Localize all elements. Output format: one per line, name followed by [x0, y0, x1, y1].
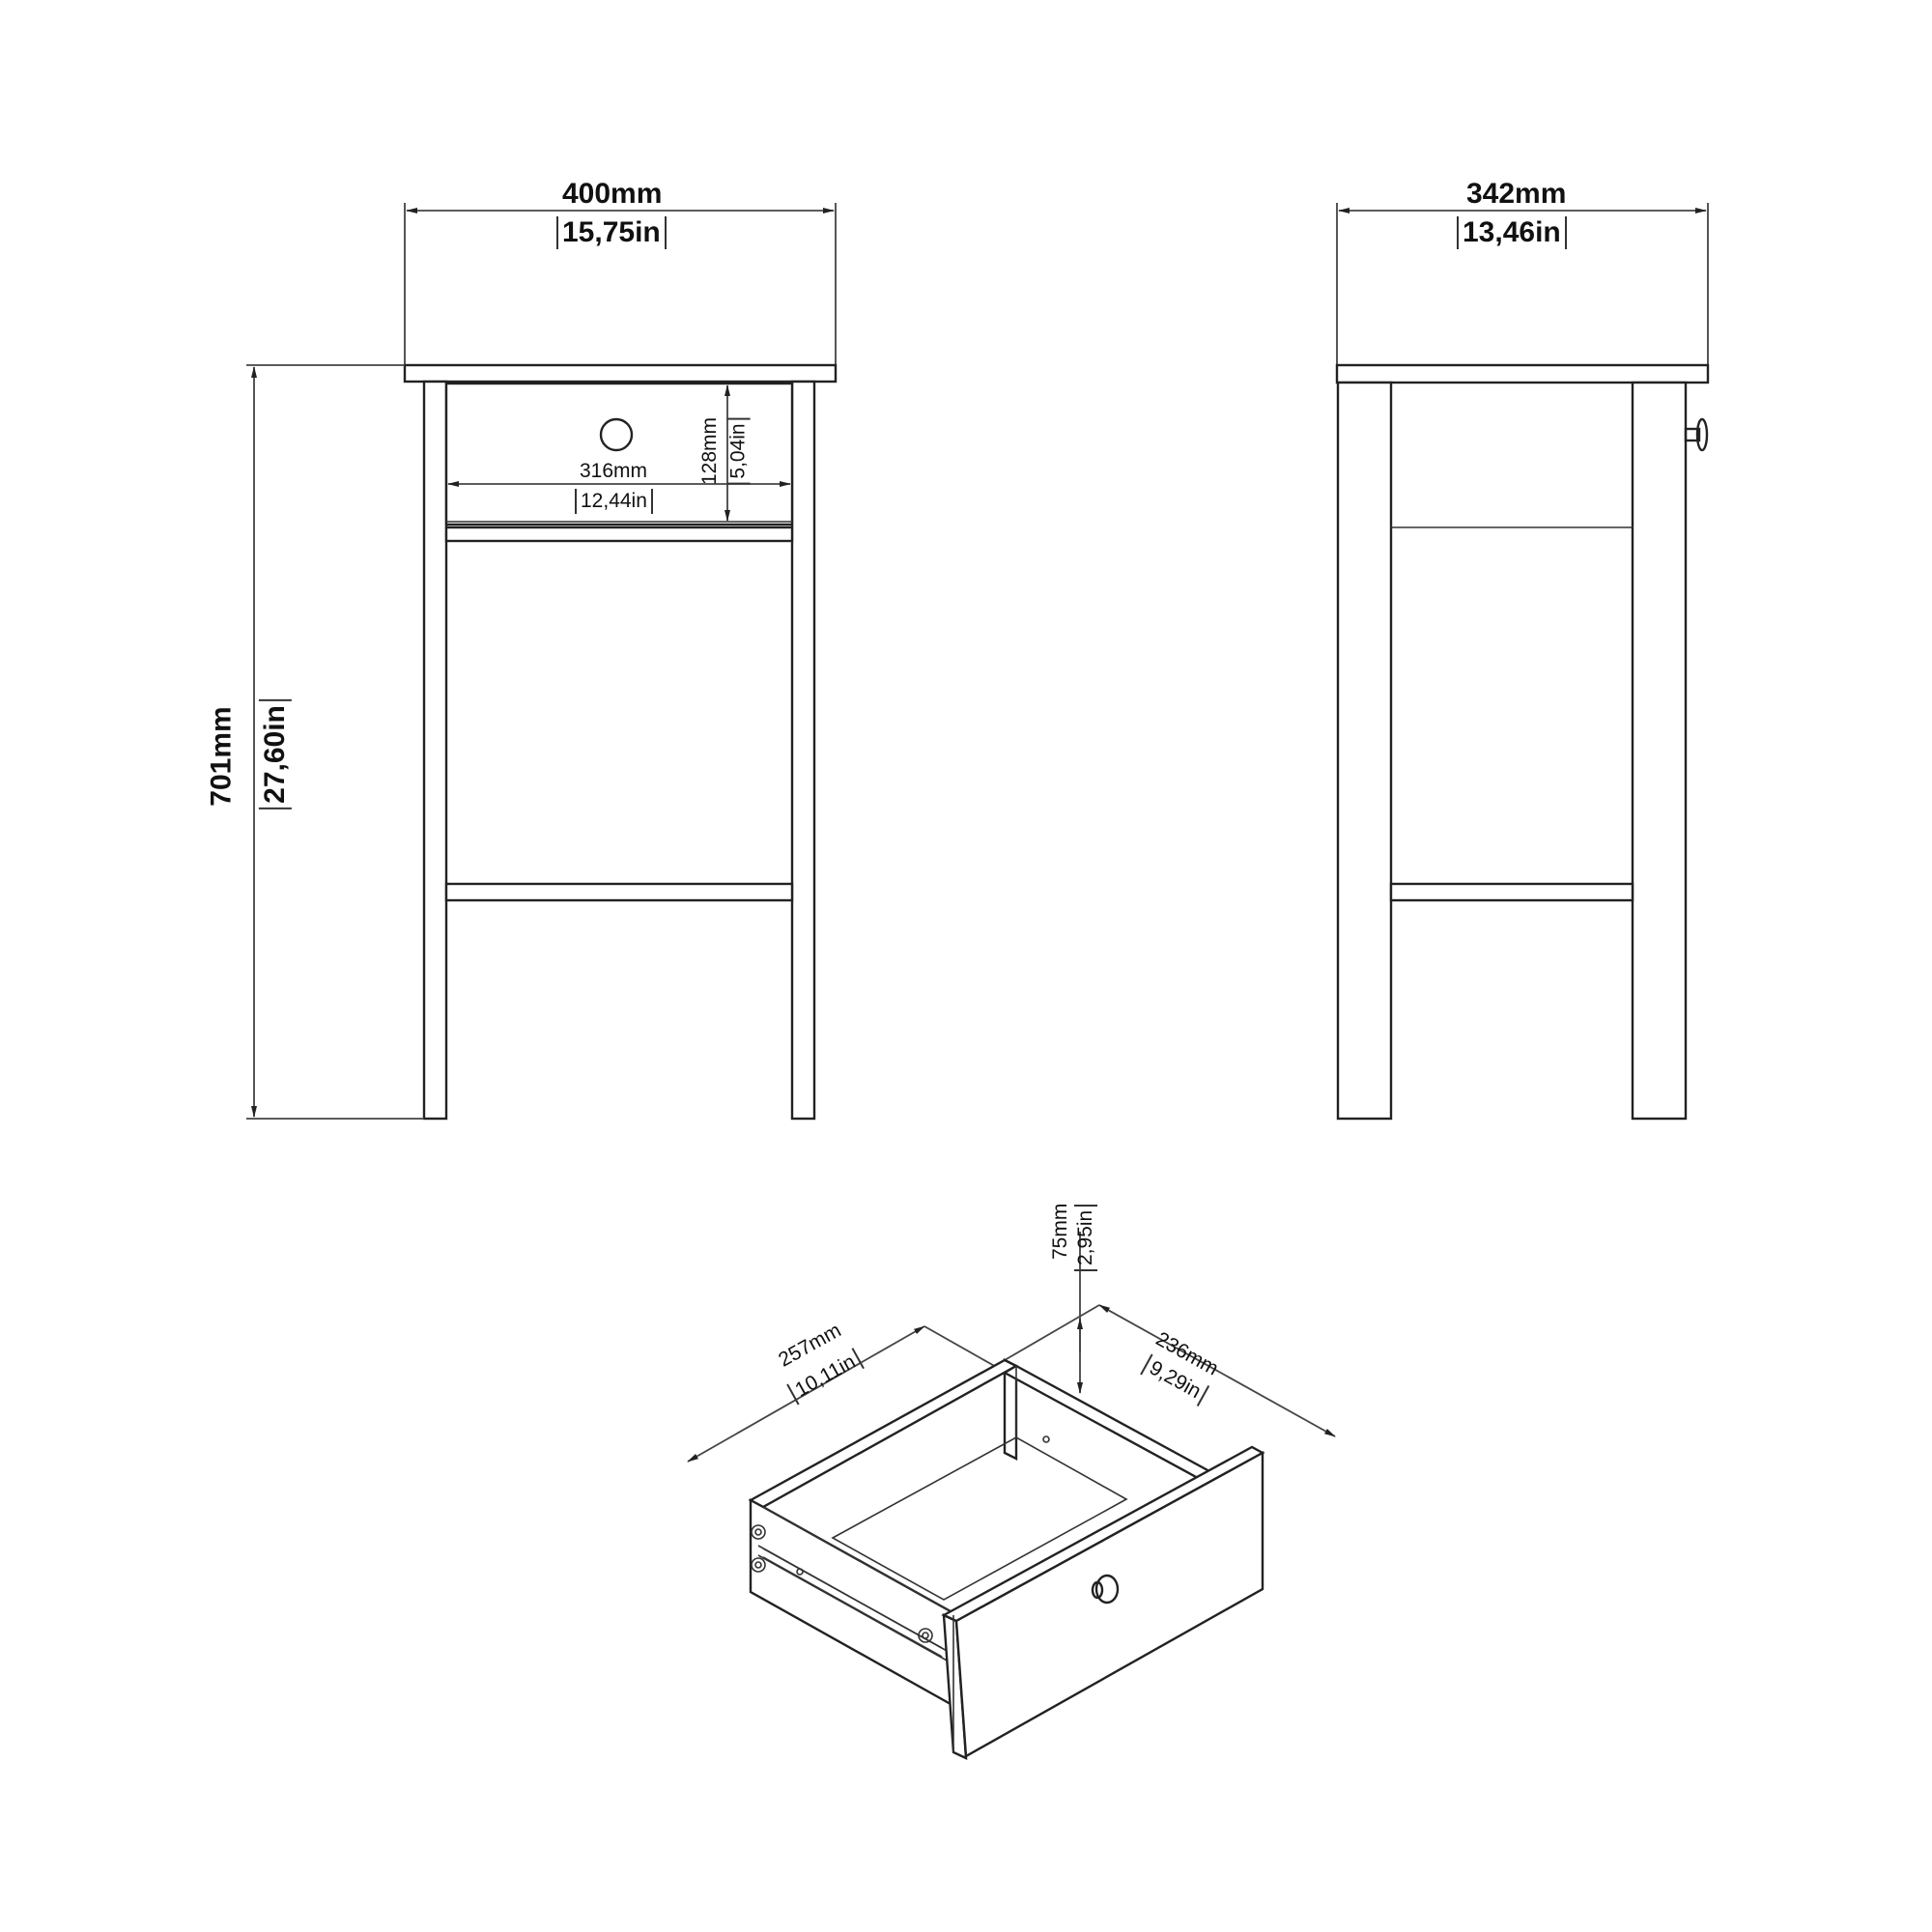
- drawer-depth-mm: 75mm: [1049, 1203, 1071, 1260]
- front-width-dimension: [404, 203, 837, 365]
- side-front-leg: [1631, 381, 1688, 1121]
- drawer-front: [444, 382, 794, 526]
- lower-rail: [444, 882, 794, 902]
- front-left-leg: [422, 380, 448, 1121]
- screw-icon: [751, 1524, 933, 1643]
- drawer-width-iso-dimension: [1004, 1304, 1336, 1437]
- side-view: [1335, 203, 1710, 1121]
- front-width-mm: 400mm: [562, 178, 663, 210]
- drawer-height-mm: 128mm: [698, 416, 722, 486]
- side-depth-in: 13,46in: [1457, 216, 1567, 249]
- side-lower-rail: [1389, 882, 1634, 902]
- drawer-width-in: 12,44in: [575, 489, 653, 514]
- side-depth-dimension: [1336, 203, 1709, 365]
- drawer-length-dimension: [687, 1325, 1006, 1463]
- drawer-width-mm: 316mm: [580, 460, 648, 482]
- drawer-knob-icon: [1091, 1574, 1120, 1605]
- front-height-dimension: [246, 364, 424, 1120]
- side-tabletop: [1335, 363, 1710, 384]
- front-view: [246, 203, 838, 1121]
- side-back-leg: [1336, 381, 1393, 1121]
- front-height-mm: 701mm: [205, 706, 238, 807]
- front-right-leg: [790, 380, 816, 1121]
- side-depth-mm: 342mm: [1466, 178, 1567, 210]
- side-knob-icon: [1684, 417, 1709, 452]
- drawer-isometric: [687, 1232, 1336, 1760]
- knob-icon: [599, 417, 634, 452]
- front-height-in: 27,60in: [258, 699, 292, 810]
- drawer-depth-in: 2,95in: [1074, 1204, 1097, 1271]
- drawer-height-in: 5,04in: [726, 417, 751, 485]
- drawer-shelf: [444, 526, 794, 543]
- front-tabletop: [403, 363, 838, 384]
- front-width-in: 15,75in: [556, 216, 667, 249]
